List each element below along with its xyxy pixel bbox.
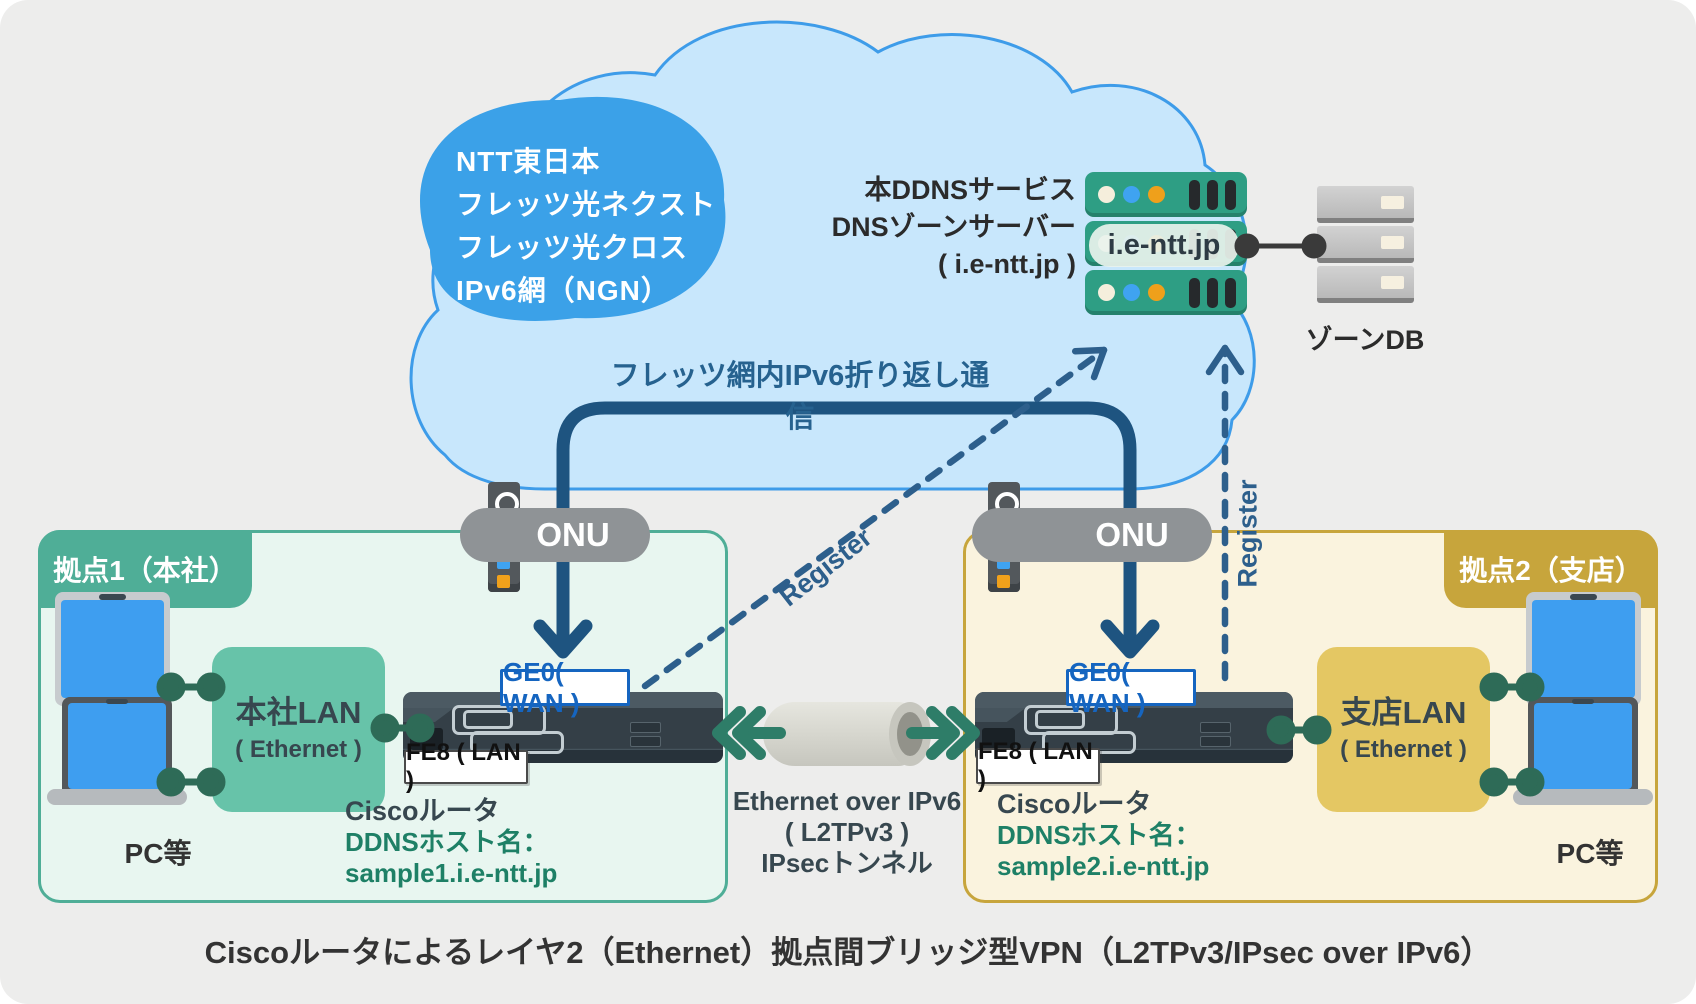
- site2-router-slot-icon-2: [1200, 736, 1231, 747]
- tunnel-caption: Ethernet over IPv6 ( L2TPv3 ) IPsecトンネル: [722, 786, 972, 879]
- site1-lan-port-label: FE8 ( LAN ): [404, 739, 528, 794]
- tunnel-caption-line-3: IPsecトンネル: [761, 848, 933, 878]
- site2-laptop-base: [1513, 789, 1653, 805]
- site1-tab-label: 拠点1（本社）: [53, 555, 237, 586]
- zone-db-slab-3: [1317, 266, 1414, 303]
- site1-router-slot-icon-1: [630, 722, 661, 733]
- site2-lan-type: ( Ethernet ): [1340, 735, 1467, 763]
- onu-right-led-4: [997, 575, 1010, 588]
- site2-desktop-screen: [1532, 600, 1635, 698]
- site1-router-name: Ciscoルータ: [345, 796, 500, 826]
- site2-router-caption: Ciscoルータ DDNSホスト名： sample2.i.e-ntt.jp: [997, 788, 1209, 882]
- ddns-server-slab-3: [1085, 270, 1247, 315]
- register-label-site2: Register: [1232, 479, 1263, 588]
- site2-wan-port-label: GE0( WAN ): [1066, 657, 1196, 718]
- site1-ddns-caption: DDNSホスト名：: [345, 827, 549, 857]
- ntt-line-1: NTT東日本: [456, 146, 601, 177]
- site2-ddns-caption: DDNSホスト名：: [997, 820, 1201, 850]
- site1-router-caption: Ciscoルータ DDNSホスト名： sample1.i.e-ntt.jp: [345, 795, 557, 889]
- zone-db-label: ゾーンDB: [1305, 325, 1425, 355]
- site1-laptop-base: [47, 789, 187, 805]
- site2-desktop-notch: [1570, 594, 1597, 600]
- ntt-provider-text: NTT東日本 フレッツ光ネクスト フレッツ光クロス IPv6網（NGN）: [456, 140, 716, 312]
- tunnel-caption-line-1: Ethernet over IPv6: [732, 786, 962, 816]
- tunnel-cylinder-opening: [897, 712, 923, 756]
- site1-desktop-notch: [99, 594, 126, 600]
- ntt-line-3: フレッツ光クロス: [456, 232, 689, 263]
- site2-tab-label: 拠点2（支店）: [1459, 555, 1643, 586]
- zone-badge: i.e-ntt.jp: [1089, 224, 1239, 267]
- site1-ddns-host: sample1.i.e-ntt.jp: [345, 858, 558, 888]
- site2-lan-name: 支店LAN: [1340, 694, 1467, 730]
- site2-lan-box: 支店LAN ( Ethernet ): [1317, 647, 1490, 812]
- zone-badge-label: i.e-ntt.jp: [1107, 229, 1221, 261]
- site2-router-slot-icon-1: [1200, 722, 1231, 733]
- onu-left-badge: ONU: [460, 508, 650, 562]
- site1-pc-label: PC等: [124, 838, 192, 869]
- onu-right-label: ONU: [1095, 516, 1169, 553]
- onu-right-badge: ONU: [972, 508, 1212, 562]
- tunnel-caption-line-2: ( L2TPv3 ): [784, 817, 910, 847]
- site2-router-fe8-port: [982, 728, 1015, 750]
- site1-wan-port-text: GE0( WAN ): [503, 656, 580, 718]
- site1-router-port-outline-2: [463, 710, 513, 729]
- ddns-server-slab-1: [1085, 172, 1247, 217]
- site1-wan-port-label: GE0( WAN ): [500, 657, 630, 718]
- site2-ddns-host: sample2.i.e-ntt.jp: [997, 851, 1210, 881]
- site2-wan-port-text: GE0( WAN ): [1069, 656, 1146, 718]
- site1-router-slot-icon-2: [630, 736, 661, 747]
- ddns-label-line-3: ( i.e-ntt.jp ): [938, 249, 1076, 279]
- site2-lan-port-text: FE8 ( LAN ): [978, 738, 1093, 793]
- zone-db-slab-1: [1317, 186, 1414, 223]
- site1-laptop-screen: [68, 703, 166, 789]
- site2-laptop-notch: [1572, 699, 1594, 704]
- site1-laptop-notch: [106, 699, 128, 704]
- ddns-label-line-1: 本DDNSサービス: [864, 175, 1076, 205]
- site2-router-name: Ciscoルータ: [997, 789, 1152, 819]
- site2-laptop-screen: [1534, 703, 1632, 789]
- site2-pc-label: PC等: [1556, 838, 1624, 869]
- ntt-line-4: IPv6網（NGN）: [456, 275, 670, 306]
- diagram-title: Ciscoルータによるレイヤ2（Ethernet）拠点間ブリッジ型VPN（L2T…: [204, 935, 1492, 970]
- onu-left-label: ONU: [536, 516, 610, 553]
- onu-left-led-4: [497, 575, 510, 588]
- site2-router-port-outline-2: [1035, 710, 1085, 729]
- hairpin-label: フレッツ網内IPv6折り返し通信: [610, 360, 990, 434]
- zone-db-slab-2: [1317, 226, 1414, 263]
- ddns-service-label: 本DDNSサービス DNSゾーンサーバー ( i.e-ntt.jp ): [770, 172, 1076, 283]
- site2-lan-port-label: FE8 ( LAN ): [976, 738, 1100, 793]
- ntt-line-2: フレッツ光ネクスト: [456, 189, 717, 220]
- site1-desktop-screen: [61, 600, 164, 698]
- site1-lan-port-text: FE8 ( LAN ): [406, 739, 521, 794]
- site1-lan-name: 本社LAN: [235, 694, 362, 730]
- ddns-label-line-2: DNSゾーンサーバー: [831, 212, 1076, 242]
- site1-lan-box: 本社LAN ( Ethernet ): [212, 647, 385, 812]
- site1-lan-type: ( Ethernet ): [235, 735, 362, 763]
